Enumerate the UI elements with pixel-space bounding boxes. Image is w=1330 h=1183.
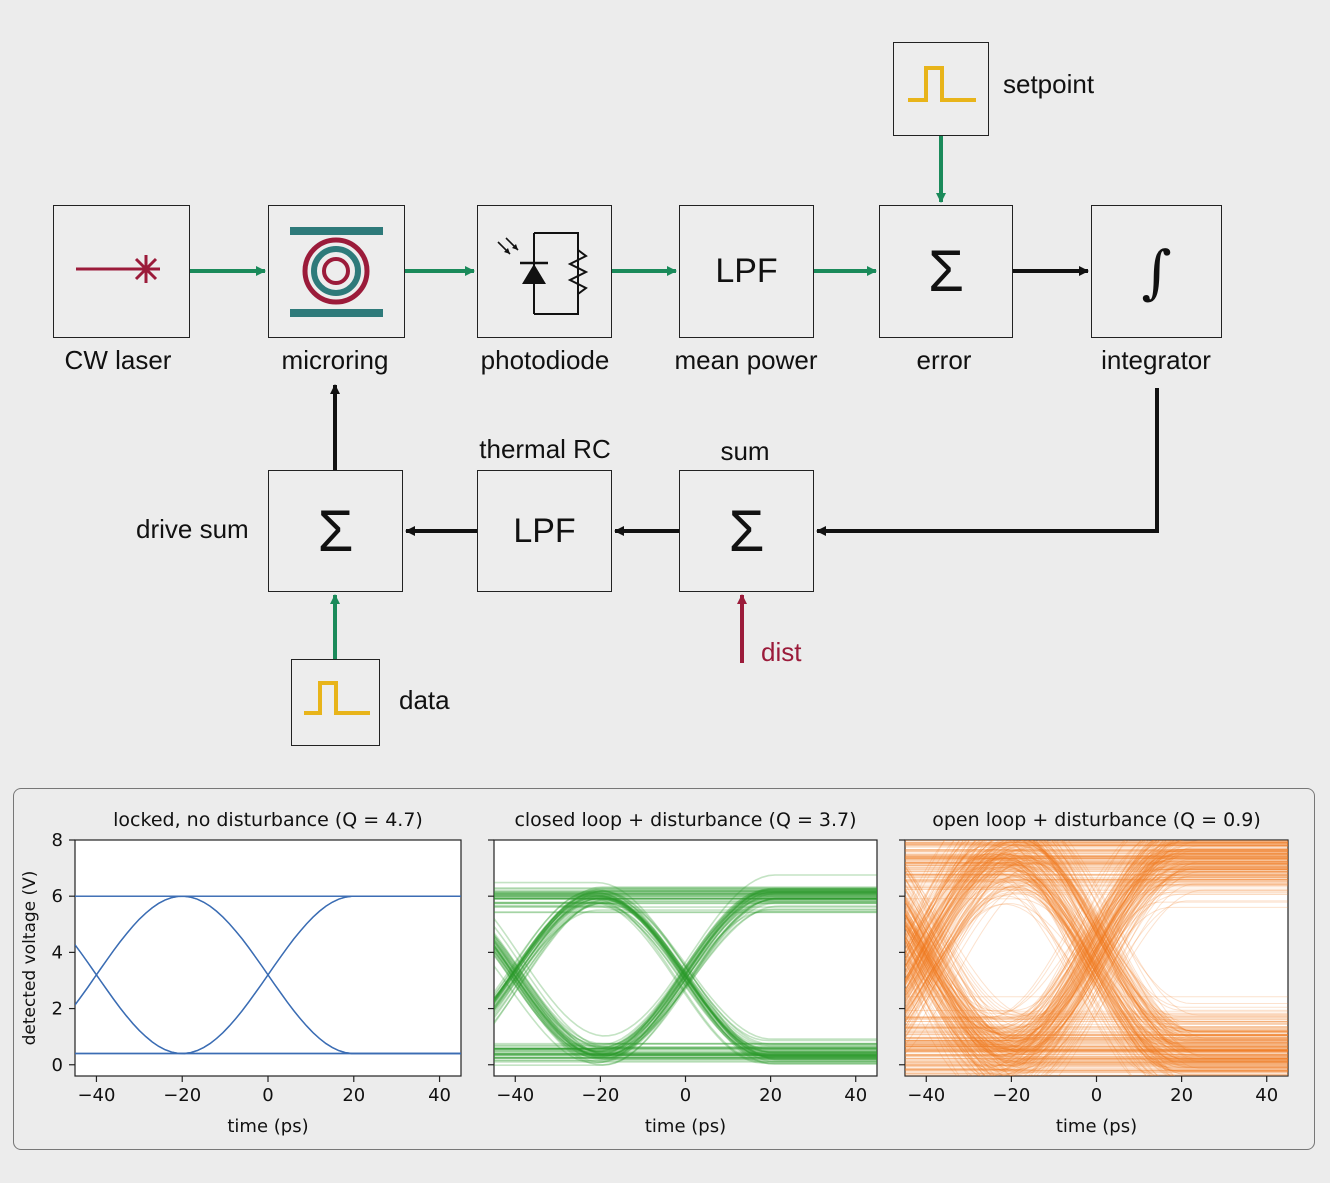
setpoint-label: setpoint [1003,69,1095,99]
thermal-lpf-block: LPF [477,470,612,592]
sigma-symbol: Σ [317,498,354,564]
disturbance-label: dist [761,637,802,667]
pulse-icon [304,681,370,715]
eye-diagram-panel [13,788,1315,1150]
integrator-block: ∫ [1091,205,1222,338]
error-label: error [916,345,972,375]
mean-power-lpf-block: LPF [679,205,814,338]
photodiode-label: photodiode [480,345,610,375]
error-sum-block: Σ [879,205,1013,338]
lpf-symbol: LPF [513,511,576,550]
laser-icon [76,255,160,283]
microring-label: microring [281,345,389,375]
photodiode-icon [497,232,589,315]
integral-symbol: ∫ [1141,237,1172,306]
drive-sum-block: Σ [268,470,403,592]
cw-laser-label: CW laser [64,345,172,375]
sum-label: sum [720,436,770,466]
data-block [291,659,380,746]
microring-block [268,205,405,338]
data-label: data [399,685,450,715]
cw-laser-block [53,205,190,338]
photodiode-block [477,205,612,338]
mean-power-label: mean power [674,345,818,375]
sigma-symbol: Σ [928,239,964,304]
setpoint-block [893,42,989,136]
thermal-rc-label: thermal RC [479,434,611,464]
sigma-symbol: Σ [728,498,765,564]
pulse-icon [908,66,976,102]
drive-sum-label: drive sum [136,514,249,544]
arrow-integrator-to-sum [816,388,1159,536]
microring-icon [290,227,383,317]
integrator-label: integrator [1101,345,1211,375]
lpf-symbol: LPF [715,252,778,290]
sum-block: Σ [679,470,814,592]
